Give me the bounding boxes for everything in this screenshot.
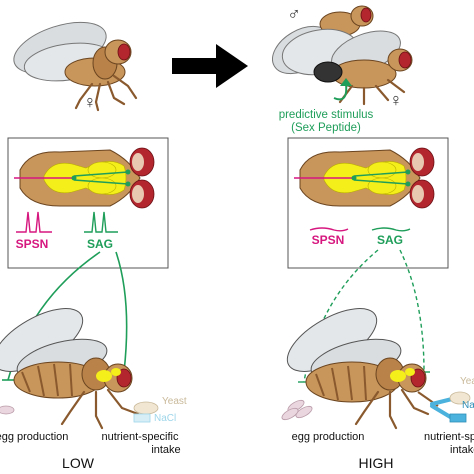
- right-sag-soma-top: [405, 169, 411, 175]
- right-food-yeast: [449, 391, 471, 405]
- sex-peptide-arrowhead: [340, 78, 352, 86]
- right-condition-label: HIGH: [359, 455, 394, 471]
- right-eggs: [281, 399, 313, 421]
- left-food-nacl: [133, 413, 151, 423]
- transition-arrow: [172, 44, 248, 88]
- virgin-female-fly: [13, 21, 138, 112]
- right-synapse-dot: [351, 175, 357, 181]
- right-sag-trace: [371, 227, 411, 232]
- right-sag-soma-bottom: [405, 181, 411, 187]
- mating-flies: [272, 5, 413, 106]
- sex-peptide-arrow: [333, 83, 348, 101]
- right-sag-axon-top: [353, 171, 409, 177]
- left-sag-axon-bottom: [73, 179, 129, 185]
- right-spsn-label: SPSN: [312, 233, 345, 247]
- male-symbol: ♂: [287, 4, 301, 24]
- left-sag-label: SAG: [87, 237, 113, 251]
- left-spsn-spike-train: [16, 211, 52, 233]
- left-sag-soma-bottom: [125, 181, 131, 187]
- right-sag-label: SAG: [377, 233, 403, 247]
- left-spsn-label: SPSN: [16, 237, 49, 251]
- left-intake-label-line2: intake: [151, 444, 180, 456]
- right-intake-label-line1: nutrient-specific: [424, 431, 474, 443]
- left-bottom-fly: [0, 308, 140, 430]
- stimulus-label-line1: predictive stimulus: [279, 109, 374, 121]
- left-synapse-dot: [71, 175, 77, 181]
- mated-female-symbol: ♀: [389, 90, 403, 110]
- left-sag-to-intake-line: [115, 251, 128, 373]
- female-symbol: ♀: [83, 92, 97, 112]
- left-condition-label: LOW: [62, 455, 95, 471]
- left-eggs: [0, 405, 15, 415]
- left-yeast-label: Yeast: [162, 396, 187, 407]
- left-egg-production-label: egg production: [0, 431, 68, 443]
- right-bottom-fly: [286, 308, 439, 430]
- left-sag-spike-train: [84, 211, 118, 233]
- right-spsn-trace: [309, 227, 349, 232]
- right-sag-to-intake-line: [399, 249, 425, 373]
- stimulus-label-line2: (Sex Peptide): [291, 122, 361, 134]
- left-sag-axon-top: [73, 171, 129, 177]
- right-sag-axon-bottom: [353, 179, 409, 185]
- left-brain: [19, 147, 155, 209]
- left-intake-label-line1: nutrient-specific: [101, 431, 179, 443]
- left-nacl-label: NaCl: [154, 413, 176, 424]
- right-intake-label-line2: intake: [450, 444, 474, 456]
- right-yeast-label: Yeast: [460, 376, 474, 387]
- right-egg-production-label: egg production: [292, 431, 365, 443]
- left-sag-soma-top: [125, 169, 131, 175]
- right-food-nacl: [449, 413, 467, 423]
- right-nacl-label: NaCl: [462, 400, 474, 411]
